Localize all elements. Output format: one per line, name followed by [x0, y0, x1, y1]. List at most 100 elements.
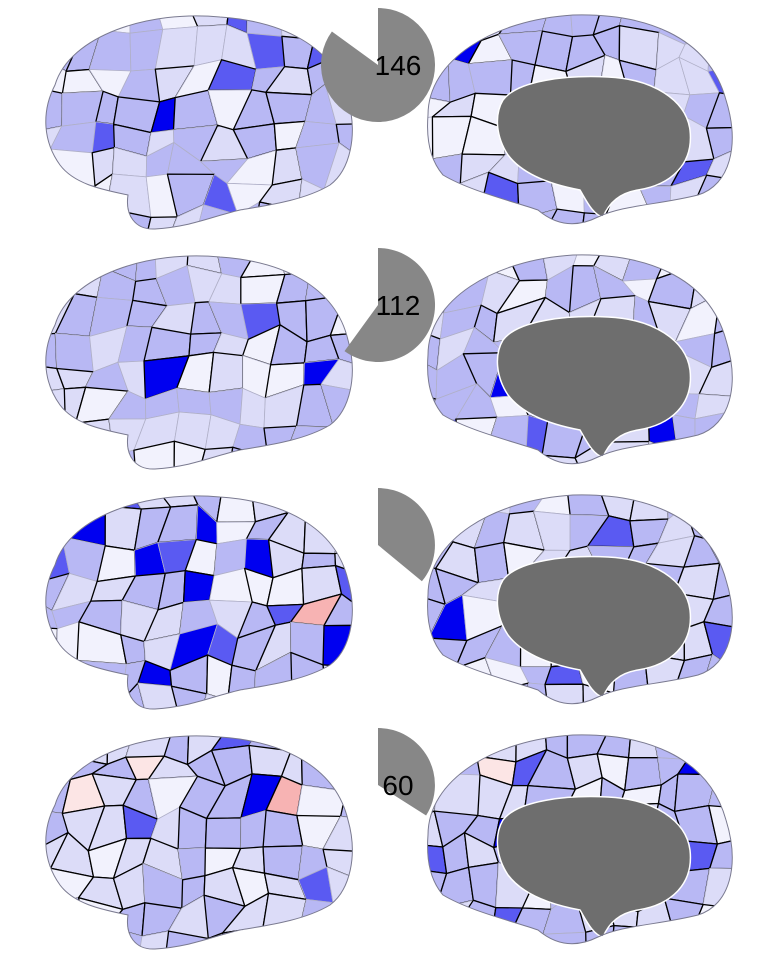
parcel	[303, 505, 343, 555]
parcel	[480, 682, 530, 704]
parcel	[629, 926, 675, 944]
parcel	[708, 254, 733, 285]
pie-slice-2	[344, 248, 436, 362]
parcel	[104, 495, 142, 510]
parcel	[49, 659, 94, 697]
parcel	[332, 495, 353, 524]
parcel	[301, 735, 342, 761]
parcel	[658, 926, 695, 944]
parcel	[450, 683, 498, 704]
parcel	[427, 683, 438, 704]
parcel	[663, 897, 704, 935]
parcel	[316, 444, 353, 470]
parcel	[664, 206, 694, 224]
parcel	[46, 897, 84, 938]
pie-chart-3	[378, 488, 435, 582]
parcel	[262, 926, 300, 950]
parcel	[456, 924, 493, 944]
medial-hemisphere-3	[427, 494, 733, 705]
pie-slice-4	[378, 728, 435, 816]
parcel	[476, 734, 517, 763]
parcel	[328, 929, 353, 950]
parcel	[221, 926, 268, 950]
lateral-hemisphere-3	[45, 495, 353, 710]
parcel	[45, 495, 82, 521]
medial-hemisphere-2-outline	[427, 254, 733, 465]
parcel	[427, 414, 442, 454]
parcel	[427, 153, 434, 192]
parcel	[427, 921, 441, 944]
parcel	[462, 200, 488, 224]
parcel	[519, 454, 545, 464]
parcel	[45, 411, 66, 449]
parcel	[681, 734, 723, 761]
parcel	[482, 200, 520, 224]
parcel	[45, 54, 67, 94]
parcel	[607, 690, 649, 704]
medial-wall	[496, 555, 692, 698]
parcel	[322, 624, 353, 669]
parcel	[88, 29, 132, 72]
parcel	[101, 15, 131, 34]
parcel	[694, 393, 733, 420]
parcel	[254, 684, 293, 710]
parcel	[74, 418, 115, 456]
parcel	[339, 787, 353, 820]
parcel	[659, 692, 699, 704]
parcel	[705, 92, 733, 129]
parcel	[427, 655, 443, 687]
parcel	[177, 847, 206, 881]
pie-chart-1: 146	[321, 7, 436, 122]
parcel	[427, 116, 434, 160]
parcel	[646, 207, 671, 224]
parcel	[227, 691, 256, 710]
parcel	[488, 442, 527, 464]
parcel	[684, 14, 720, 45]
parcel	[133, 440, 176, 470]
parcel	[263, 425, 298, 459]
parcel	[79, 695, 123, 710]
parcel	[290, 931, 332, 950]
parcel	[629, 494, 670, 522]
parcel	[252, 201, 299, 230]
medial-hemisphere-1	[427, 14, 733, 225]
parcel	[566, 494, 610, 517]
parcel	[427, 440, 442, 464]
parcel	[45, 867, 52, 907]
parcel	[435, 665, 466, 685]
parcel	[540, 208, 585, 224]
parcel	[45, 388, 66, 426]
parcel	[713, 292, 733, 335]
pie-label-4: 60	[382, 770, 413, 801]
parcel	[82, 926, 115, 950]
parcel	[580, 212, 610, 224]
parcel	[264, 456, 301, 470]
parcel	[444, 494, 489, 511]
parcel	[512, 208, 558, 224]
parcel	[65, 255, 112, 269]
parcel	[656, 254, 699, 280]
parcel	[473, 541, 510, 584]
medial-wall	[496, 795, 692, 938]
parcel	[305, 495, 343, 523]
pie-label-1: 146	[375, 50, 422, 81]
parcel	[710, 324, 733, 369]
lateral-hemisphere-2-outline	[45, 255, 353, 470]
row-1: 146	[45, 7, 733, 230]
parcel	[155, 15, 199, 30]
pie-label-2: 112	[376, 290, 421, 321]
parcel	[457, 442, 492, 464]
parcel	[45, 255, 70, 269]
lateral-hemisphere-4-outline	[45, 735, 353, 950]
parcel	[705, 513, 733, 545]
parcel	[429, 153, 463, 192]
parcel	[708, 271, 733, 305]
parcel	[326, 866, 353, 904]
parcel	[709, 838, 733, 870]
parcel	[49, 203, 91, 230]
parcel	[284, 445, 323, 470]
lateral-hemisphere-4	[45, 735, 353, 950]
parcel	[718, 494, 733, 522]
parcel	[434, 899, 474, 926]
row-3	[45, 488, 733, 710]
